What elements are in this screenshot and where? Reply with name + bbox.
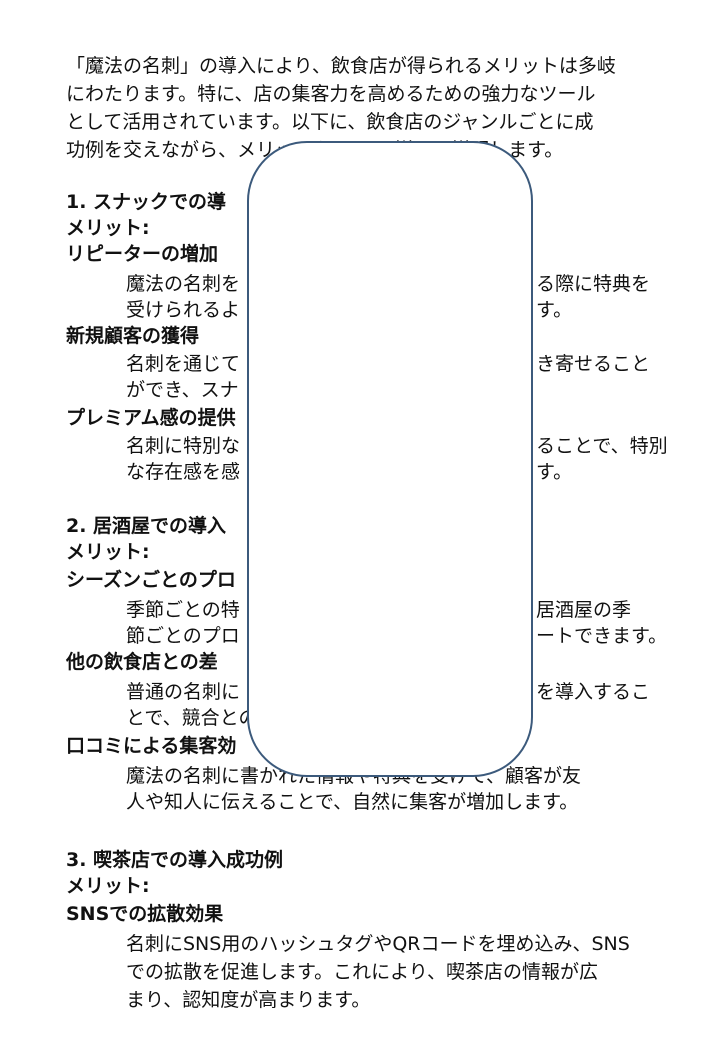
item-text-right: す。	[536, 461, 573, 483]
item-heading: 他の飲食店との差	[66, 651, 218, 673]
item-heading: シーズンごとのプロ	[66, 569, 236, 591]
merit-label: メリット:	[66, 217, 150, 239]
item-text-right: 居酒屋の季	[536, 599, 632, 621]
item-heading: 口コミによる集客効	[66, 735, 237, 757]
item-text: 節ごとのプロ	[126, 625, 240, 647]
section-title: 3. 喫茶店での導入成功例	[66, 849, 284, 871]
item-text-right: ートできます。	[536, 625, 668, 647]
item-heading: SNSでの拡散効果	[66, 903, 224, 925]
item-text: 人や知人に伝えることで、自然に集客が増加します。	[126, 791, 579, 813]
merit-label: メリット:	[66, 541, 150, 563]
intro-line: 「魔法の名刺」の導入により、飲食店が得られるメリットは多岐	[66, 55, 616, 77]
item-text-right: き寄せること	[536, 353, 651, 375]
item-text: な存在感を感	[126, 461, 241, 483]
intro-line: にわたります。特に、店の集客力を高めるための強力なツール	[66, 83, 596, 105]
item-text: 普通の名刺に	[126, 681, 241, 703]
section-title: 1. スナックでの導	[66, 191, 227, 213]
intro-line: として活用されています。以下に、飲食店のジャンルごとに成	[66, 111, 594, 133]
rounded-rect-overlay	[247, 141, 533, 777]
item-text: ができ、スナ	[126, 379, 239, 401]
section-title: 2. 居酒屋での導入	[66, 515, 227, 537]
item-heading: 新規顧客の獲得	[66, 325, 200, 347]
item-text: とで、競合との	[126, 707, 258, 729]
item-heading: リピーターの増加	[66, 243, 219, 265]
item-text: まり、認知度が高まります。	[126, 989, 371, 1011]
item-text: 魔法の名刺を	[126, 273, 241, 295]
merit-label: メリット:	[66, 875, 150, 897]
item-text: 名刺に特別な	[126, 435, 241, 457]
item-text: 季節ごとの特	[126, 599, 240, 621]
item-text: 名刺を通じて	[126, 353, 241, 375]
item-text-right: る際に特典を	[536, 273, 651, 295]
item-text: での拡散を促進します。これにより、喫茶店の情報が広	[126, 961, 598, 983]
item-text: 受けられるよ	[126, 299, 241, 321]
item-text-right: ることで、特別	[536, 435, 668, 457]
item-text: 名刺にSNS用のハッシュタグやQRコードを埋め込み、SNS	[126, 933, 630, 955]
item-heading: プレミアム感の提供	[66, 407, 236, 429]
item-text-right: を導入するこ	[536, 681, 651, 703]
item-text-right: す。	[536, 299, 573, 321]
